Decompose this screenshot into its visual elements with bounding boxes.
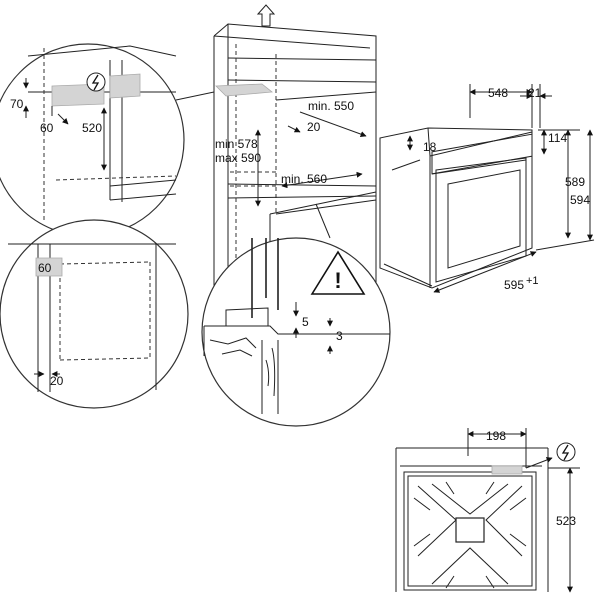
detail-circle-bottom: 5 3 !	[201, 203, 391, 427]
label-min560: min. 560	[281, 172, 327, 186]
label-60-top: 60	[40, 121, 54, 135]
label-60-middle: 60	[38, 261, 52, 275]
label-595-tolerance: +1	[526, 275, 539, 287]
ventilation-zone	[215, 83, 274, 97]
label-589: 589	[565, 175, 585, 189]
label-548: 548	[488, 86, 508, 100]
label-114: 114	[548, 131, 567, 145]
label-min578: min 578	[215, 137, 258, 151]
label-20-central: 20	[307, 120, 321, 134]
grey-zone-middle	[35, 257, 63, 277]
label-595: 595	[504, 278, 524, 292]
label-18: 18	[423, 140, 437, 154]
label-520: 520	[82, 121, 102, 135]
label-21: 21	[528, 86, 542, 100]
label-5: 5	[302, 315, 309, 329]
label-523: 523	[556, 514, 576, 528]
detail-circle-top: 70 60 520	[0, 43, 215, 237]
electric-connection-icon-topview	[556, 442, 576, 462]
label-198: 198	[486, 429, 506, 443]
label-70: 70	[10, 97, 24, 111]
detail-circle-middle: 60 20	[0, 219, 189, 409]
top-view: 198 523	[395, 428, 580, 593]
wood-section	[209, 337, 279, 414]
label-min550: min. 550	[308, 99, 354, 113]
svg-text:!: !	[334, 268, 341, 293]
up-arrow-icon	[256, 4, 276, 27]
label-3: 3	[336, 329, 343, 343]
warning-triangle-icon: !	[310, 250, 366, 295]
label-594: 594	[570, 193, 590, 207]
central-dimensions: min 578 max 590 min. 550 20 min. 560	[215, 99, 367, 207]
electric-connection-icon	[86, 72, 106, 92]
oven-dimensions: 548 21 18 114 589 594 595 +1	[407, 84, 595, 293]
oven-unit	[379, 127, 533, 289]
grate	[413, 481, 527, 589]
label-max590: max 590	[215, 151, 261, 165]
label-20-middle: 20	[50, 374, 64, 388]
